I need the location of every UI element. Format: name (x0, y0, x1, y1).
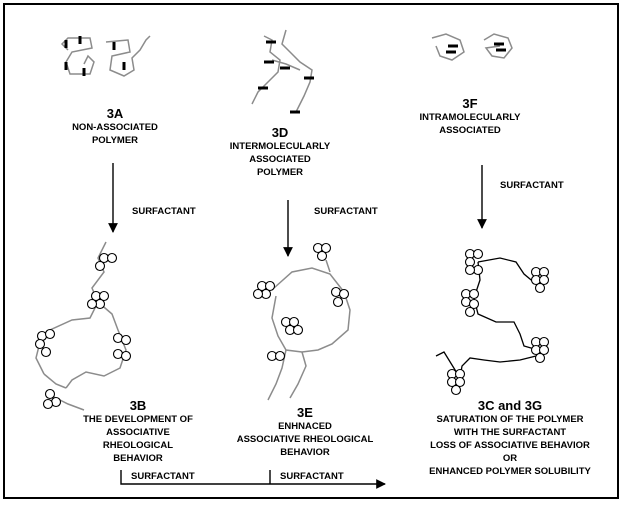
arrow-label-middle: SURFACTANT (314, 206, 378, 217)
panel-3b-desc-3: RHEOLOGICAL (102, 440, 174, 451)
polymer-3d (251, 29, 313, 113)
hydrophobe-groups-3f (446, 42, 506, 54)
panel-3f-label: 3F INTRAMOLECULARLY ASSOCIATED (405, 96, 535, 137)
panel-3d-label: 3D INTERMOLECULARLY ASSOCIATED POLYMER (210, 125, 350, 179)
micelles-3b (34, 252, 132, 410)
panel-3a-id: 3A (106, 106, 124, 121)
polymer-3e (267, 259, 351, 401)
micelles-3cg (446, 248, 550, 396)
panel-3d-id: 3D (271, 125, 289, 140)
panel-3a-label: 3A NON-ASSOCIATED POLYMER (55, 106, 175, 147)
panel-3f-id: 3F (462, 96, 478, 111)
panel-3f-desc-1: INTRAMOLECULARLY (419, 112, 521, 123)
panel-3e-label: 3E ENHNACED ASSOCIATIVE RHEOLOGICAL BEHA… (225, 405, 385, 459)
arrow-label-bottom-1: SURFACTANT (131, 471, 195, 482)
panel-3cg-desc-5: ENHANCED POLYMER SOLUBILITY (429, 466, 591, 477)
panel-3e-desc-2: ASSOCIATIVE RHEOLOGICAL (236, 434, 374, 445)
panel-3a-desc-1: NON-ASSOCIATED (72, 122, 158, 133)
panel-3d-desc-3: POLYMER (256, 167, 304, 178)
arrows (108, 163, 487, 489)
panel-3cg-id: 3C and 3G (477, 398, 543, 413)
panel-3e-desc-1: ENHNACED (278, 421, 332, 432)
panel-3b-desc-1: THE DEVELOPMENT OF (83, 414, 193, 425)
panel-3a-desc-2: POLYMER (91, 135, 139, 146)
arrow-label-left: SURFACTANT (132, 206, 196, 217)
panel-3cg-desc-3: LOSS OF ASSOCIATIVE BEHAVIOR (430, 440, 590, 451)
panel-3b-desc-4: BEHAVIOR (113, 453, 163, 464)
panel-3b-label: 3B THE DEVELOPMENT OF ASSOCIATIVE RHEOLO… (70, 398, 206, 465)
panel-3cg-desc-2: WITH THE SURFACTANT (453, 427, 567, 438)
figure-frame (3, 3, 619, 499)
panel-3d-desc-2: ASSOCIATED (249, 154, 311, 165)
arrow-label-bottom-2: SURFACTANT (280, 471, 344, 482)
panel-3f-desc-2: ASSOCIATED (439, 125, 501, 136)
polymer-3cg (435, 257, 539, 379)
panel-3b-id: 3B (129, 398, 147, 413)
polymer-3a (60, 35, 151, 77)
panel-3cg-desc-1: SATURATION OF THE POLYMER (436, 414, 584, 425)
panel-3cg-label: 3C and 3G SATURATION OF THE POLYMER WITH… (410, 398, 610, 478)
hydrophobe-groups-3d (258, 40, 314, 114)
hydrophobe-groups-3a (64, 36, 126, 76)
panel-3e-id: 3E (297, 405, 313, 420)
panel-3e-desc-3: BEHAVIOR (280, 447, 330, 458)
micelles-3e (252, 242, 350, 362)
polymer-3f (431, 33, 513, 61)
panel-3b-desc-2: ASSOCIATIVE (106, 427, 170, 438)
polymer-3b (35, 241, 127, 411)
panel-3cg-desc-4: OR (502, 453, 518, 464)
panel-3d-desc-1: INTERMOLECULARLY (229, 141, 331, 152)
arrow-label-right: SURFACTANT (500, 180, 564, 191)
